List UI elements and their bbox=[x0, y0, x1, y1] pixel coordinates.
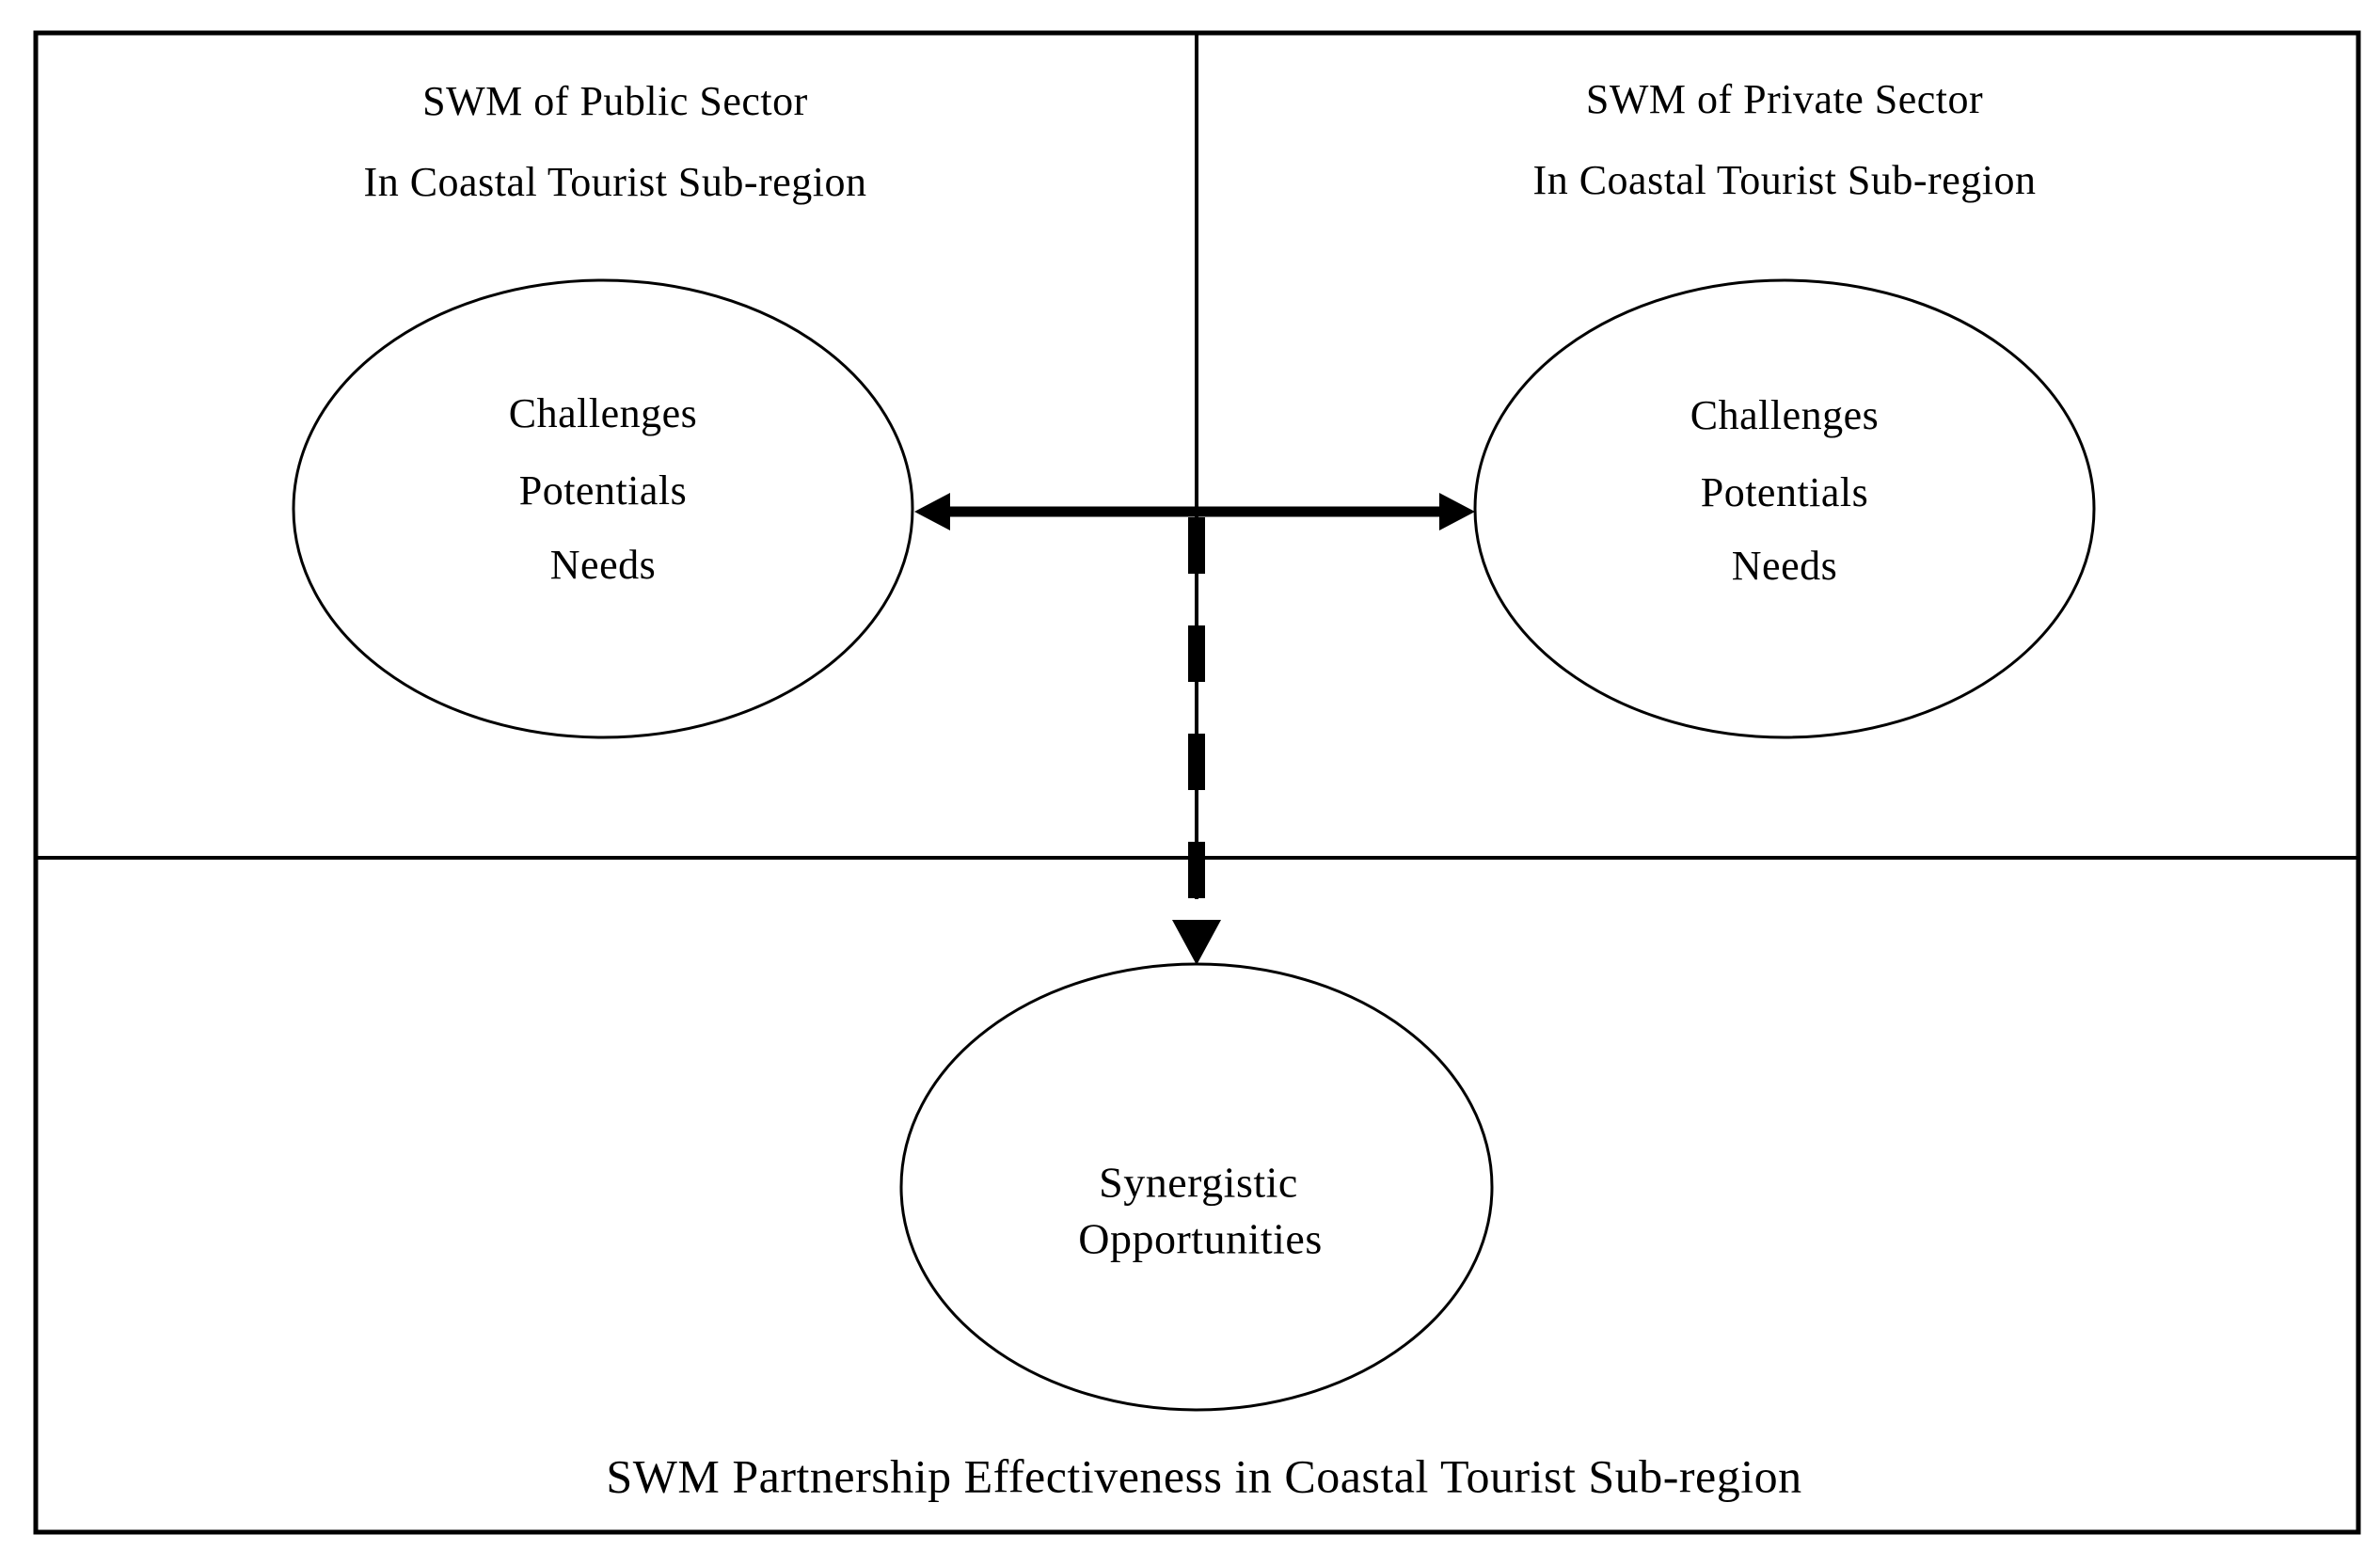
public-ellipse-item-needs: Needs bbox=[549, 541, 657, 588]
private-sector-ellipse bbox=[1473, 278, 2096, 739]
private-ellipse-item-potentials: Potentials bbox=[1700, 468, 1869, 515]
public-sector-title-line2: In Coastal Tourist Sub-region bbox=[363, 158, 867, 205]
diagram-caption: SWM Partnership Effectiveness in Coastal… bbox=[606, 1449, 1802, 1503]
public-ellipse-item-potentials: Potentials bbox=[518, 467, 688, 514]
synergy-arrowhead-icon bbox=[1172, 920, 1221, 965]
private-sector-title-line1: SWM of Private Sector bbox=[1585, 75, 1984, 122]
private-ellipse-item-needs: Needs bbox=[1731, 542, 1838, 589]
private-ellipse-item-challenges: Challenges bbox=[1690, 391, 1880, 438]
public-sector-title-line1: SWM of Public Sector bbox=[422, 77, 808, 124]
exchange-arrow-right-head-icon bbox=[1439, 493, 1475, 530]
public-sector-ellipse bbox=[292, 278, 914, 739]
public-ellipse-item-challenges: Challenges bbox=[508, 389, 698, 436]
exchange-arrow-left-head-icon bbox=[914, 493, 950, 530]
partnership-ellipse-line2: Opportunities bbox=[1078, 1214, 1323, 1263]
partnership-ellipse-line1: Synergistic bbox=[1099, 1158, 1298, 1207]
private-sector-title-line2: In Coastal Tourist Sub-region bbox=[1532, 156, 2037, 203]
